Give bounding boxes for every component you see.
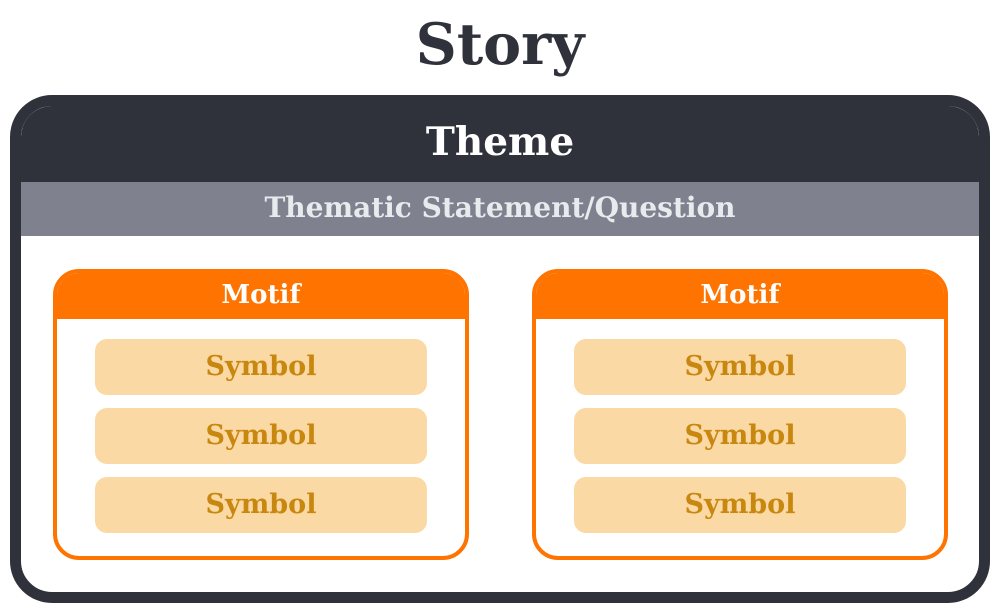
symbol-pill: Symbol: [95, 477, 427, 533]
theme-title: Theme: [425, 118, 575, 165]
motif-title: Motif: [221, 280, 301, 310]
motif-header: Motif: [536, 273, 944, 319]
symbol-label: Symbol: [684, 350, 796, 382]
symbol-pill: Symbol: [574, 477, 906, 533]
symbol-label: Symbol: [684, 419, 796, 451]
symbol-pill: Symbol: [574, 408, 906, 464]
motif-box-right: Motif Symbol Symbol Symbol: [532, 269, 948, 560]
motif-header: Motif: [57, 273, 465, 319]
symbol-label: Symbol: [684, 488, 796, 520]
theme-container: Theme Thematic Statement/Question Motif …: [10, 95, 990, 603]
page-title: Story: [415, 11, 585, 78]
symbol-label: Symbol: [205, 419, 317, 451]
motif-title: Motif: [700, 280, 780, 310]
symbol-pill: Symbol: [95, 408, 427, 464]
thematic-statement-bar: Thematic Statement/Question: [21, 182, 979, 236]
thematic-statement-label: Thematic Statement/Question: [264, 190, 736, 224]
theme-header: Theme: [21, 106, 979, 182]
motif-box-left: Motif Symbol Symbol Symbol: [53, 269, 469, 560]
theme-body: Motif Symbol Symbol Symbol Motif Sym: [21, 236, 979, 592]
symbol-pill: Symbol: [574, 339, 906, 395]
symbol-list: Symbol Symbol Symbol: [536, 319, 944, 556]
symbol-label: Symbol: [205, 488, 317, 520]
symbol-label: Symbol: [205, 350, 317, 382]
symbol-list: Symbol Symbol Symbol: [57, 319, 465, 556]
symbol-pill: Symbol: [95, 339, 427, 395]
title-row: Story: [0, 0, 1000, 95]
